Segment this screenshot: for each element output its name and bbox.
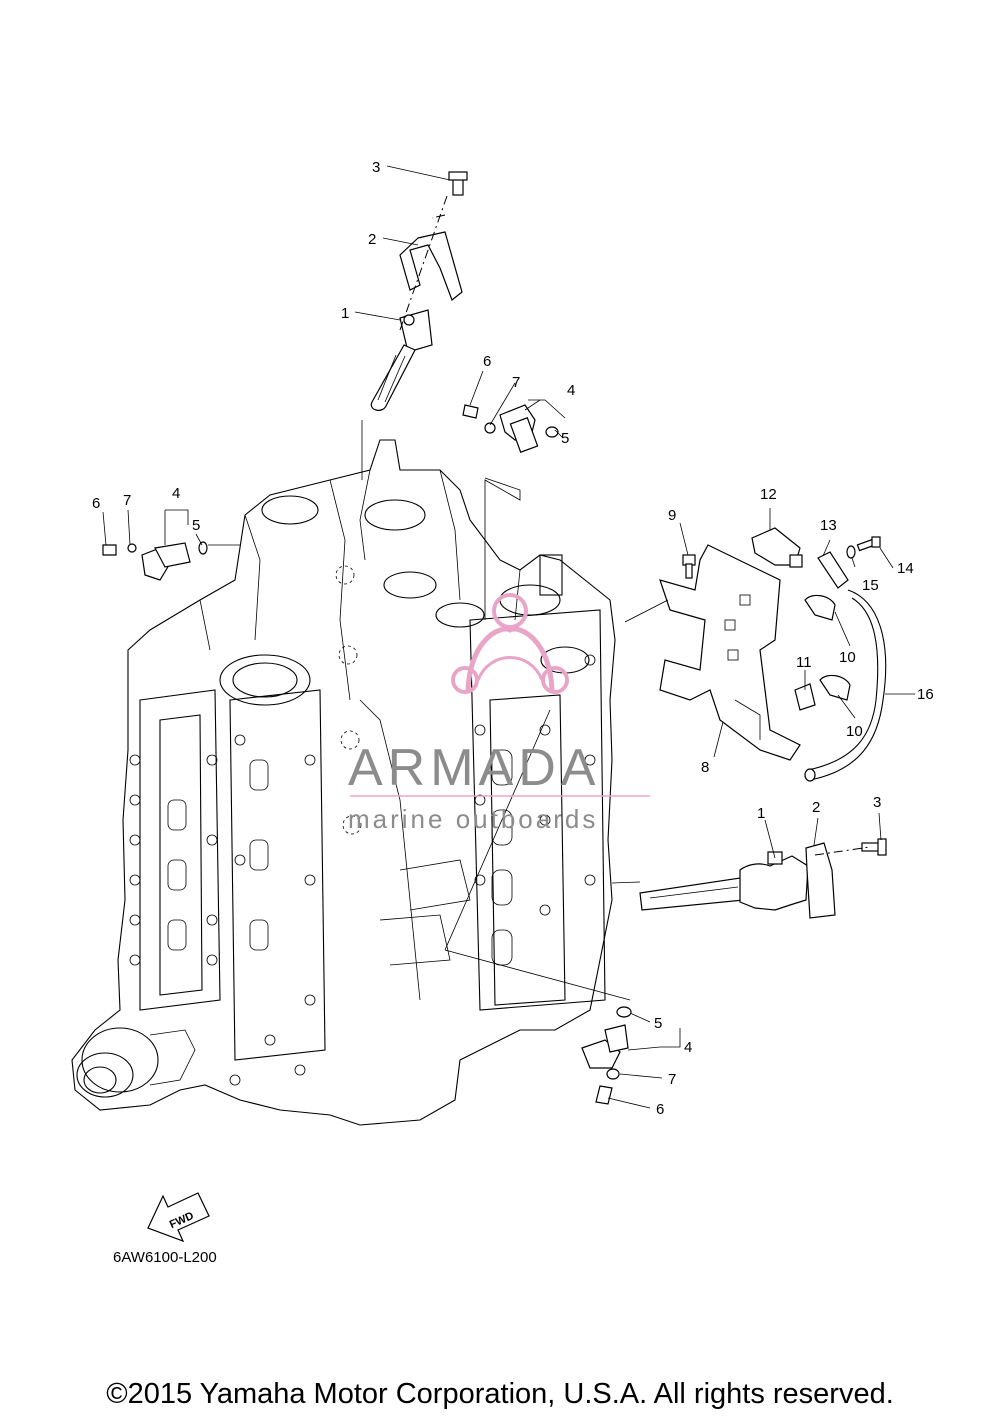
leader-lines (102, 165, 894, 1109)
coil-bracket-right (805, 842, 836, 919)
clamps (794, 594, 851, 711)
crank-sensor-mid (462, 404, 559, 453)
ignition-coil-right (639, 851, 809, 911)
engine-block (71, 439, 616, 1126)
pressure-sensor (751, 527, 803, 568)
ignition-coil-top (370, 309, 433, 411)
callout-3: 3 (372, 159, 380, 176)
breather-hose (804, 589, 887, 782)
callout-5: 5 (192, 517, 200, 534)
callout-12: 12 (760, 486, 777, 503)
callout-11: 11 (796, 654, 812, 671)
bolt-14 (856, 536, 881, 552)
callout-4: 4 (567, 382, 575, 399)
callout-5: 5 (654, 1015, 662, 1032)
callout-4: 4 (684, 1039, 692, 1056)
callout-3: 3 (873, 794, 881, 811)
callout-4: 4 (172, 485, 180, 502)
diagram-code: 6AW6100-L200 (113, 1249, 217, 1266)
callout-7: 7 (123, 492, 131, 509)
callout-2: 2 (368, 231, 376, 248)
armada-watermark: ARMADA marine outboards (348, 593, 650, 834)
mounting-plate (659, 544, 801, 761)
coil-bracket-top (399, 231, 463, 301)
callout-labels: 3 2 1 6 7 4 5 6 7 4 5 9 12 13 14 15 10 1… (92, 159, 934, 1118)
callout-8: 8 (701, 759, 709, 776)
plate-bolt (682, 554, 696, 579)
sensor-bracket (817, 551, 849, 589)
callout-6: 6 (656, 1101, 664, 1118)
fwd-arrow: FWD (147, 1192, 210, 1243)
callout-9: 9 (668, 507, 676, 524)
callout-7: 7 (668, 1071, 676, 1088)
crank-sensor-left (102, 541, 208, 581)
callout-1: 1 (757, 805, 765, 822)
bolt-right (861, 838, 887, 856)
copyright-notice: ©2015 Yamaha Motor Corporation, U.S.A. A… (106, 1378, 894, 1410)
callout-16: 16 (917, 686, 934, 703)
bolt-top (448, 171, 468, 196)
callout-13: 13 (820, 517, 837, 534)
callout-6: 6 (92, 495, 100, 512)
callout-1: 1 (341, 305, 349, 322)
callout-6: 6 (483, 353, 491, 370)
crank-sensor-bottom (581, 1006, 632, 1105)
callout-5: 5 (561, 430, 569, 447)
callout-10: 10 (839, 649, 856, 666)
watermark-subtitle: marine outboards (348, 804, 598, 834)
callout-10: 10 (846, 723, 863, 740)
watermark-title: ARMADA (348, 739, 600, 797)
callout-15: 15 (862, 577, 879, 594)
callout-7: 7 (512, 374, 520, 391)
washer-15 (846, 545, 856, 559)
callout-2: 2 (812, 799, 820, 816)
callout-14: 14 (897, 560, 914, 577)
